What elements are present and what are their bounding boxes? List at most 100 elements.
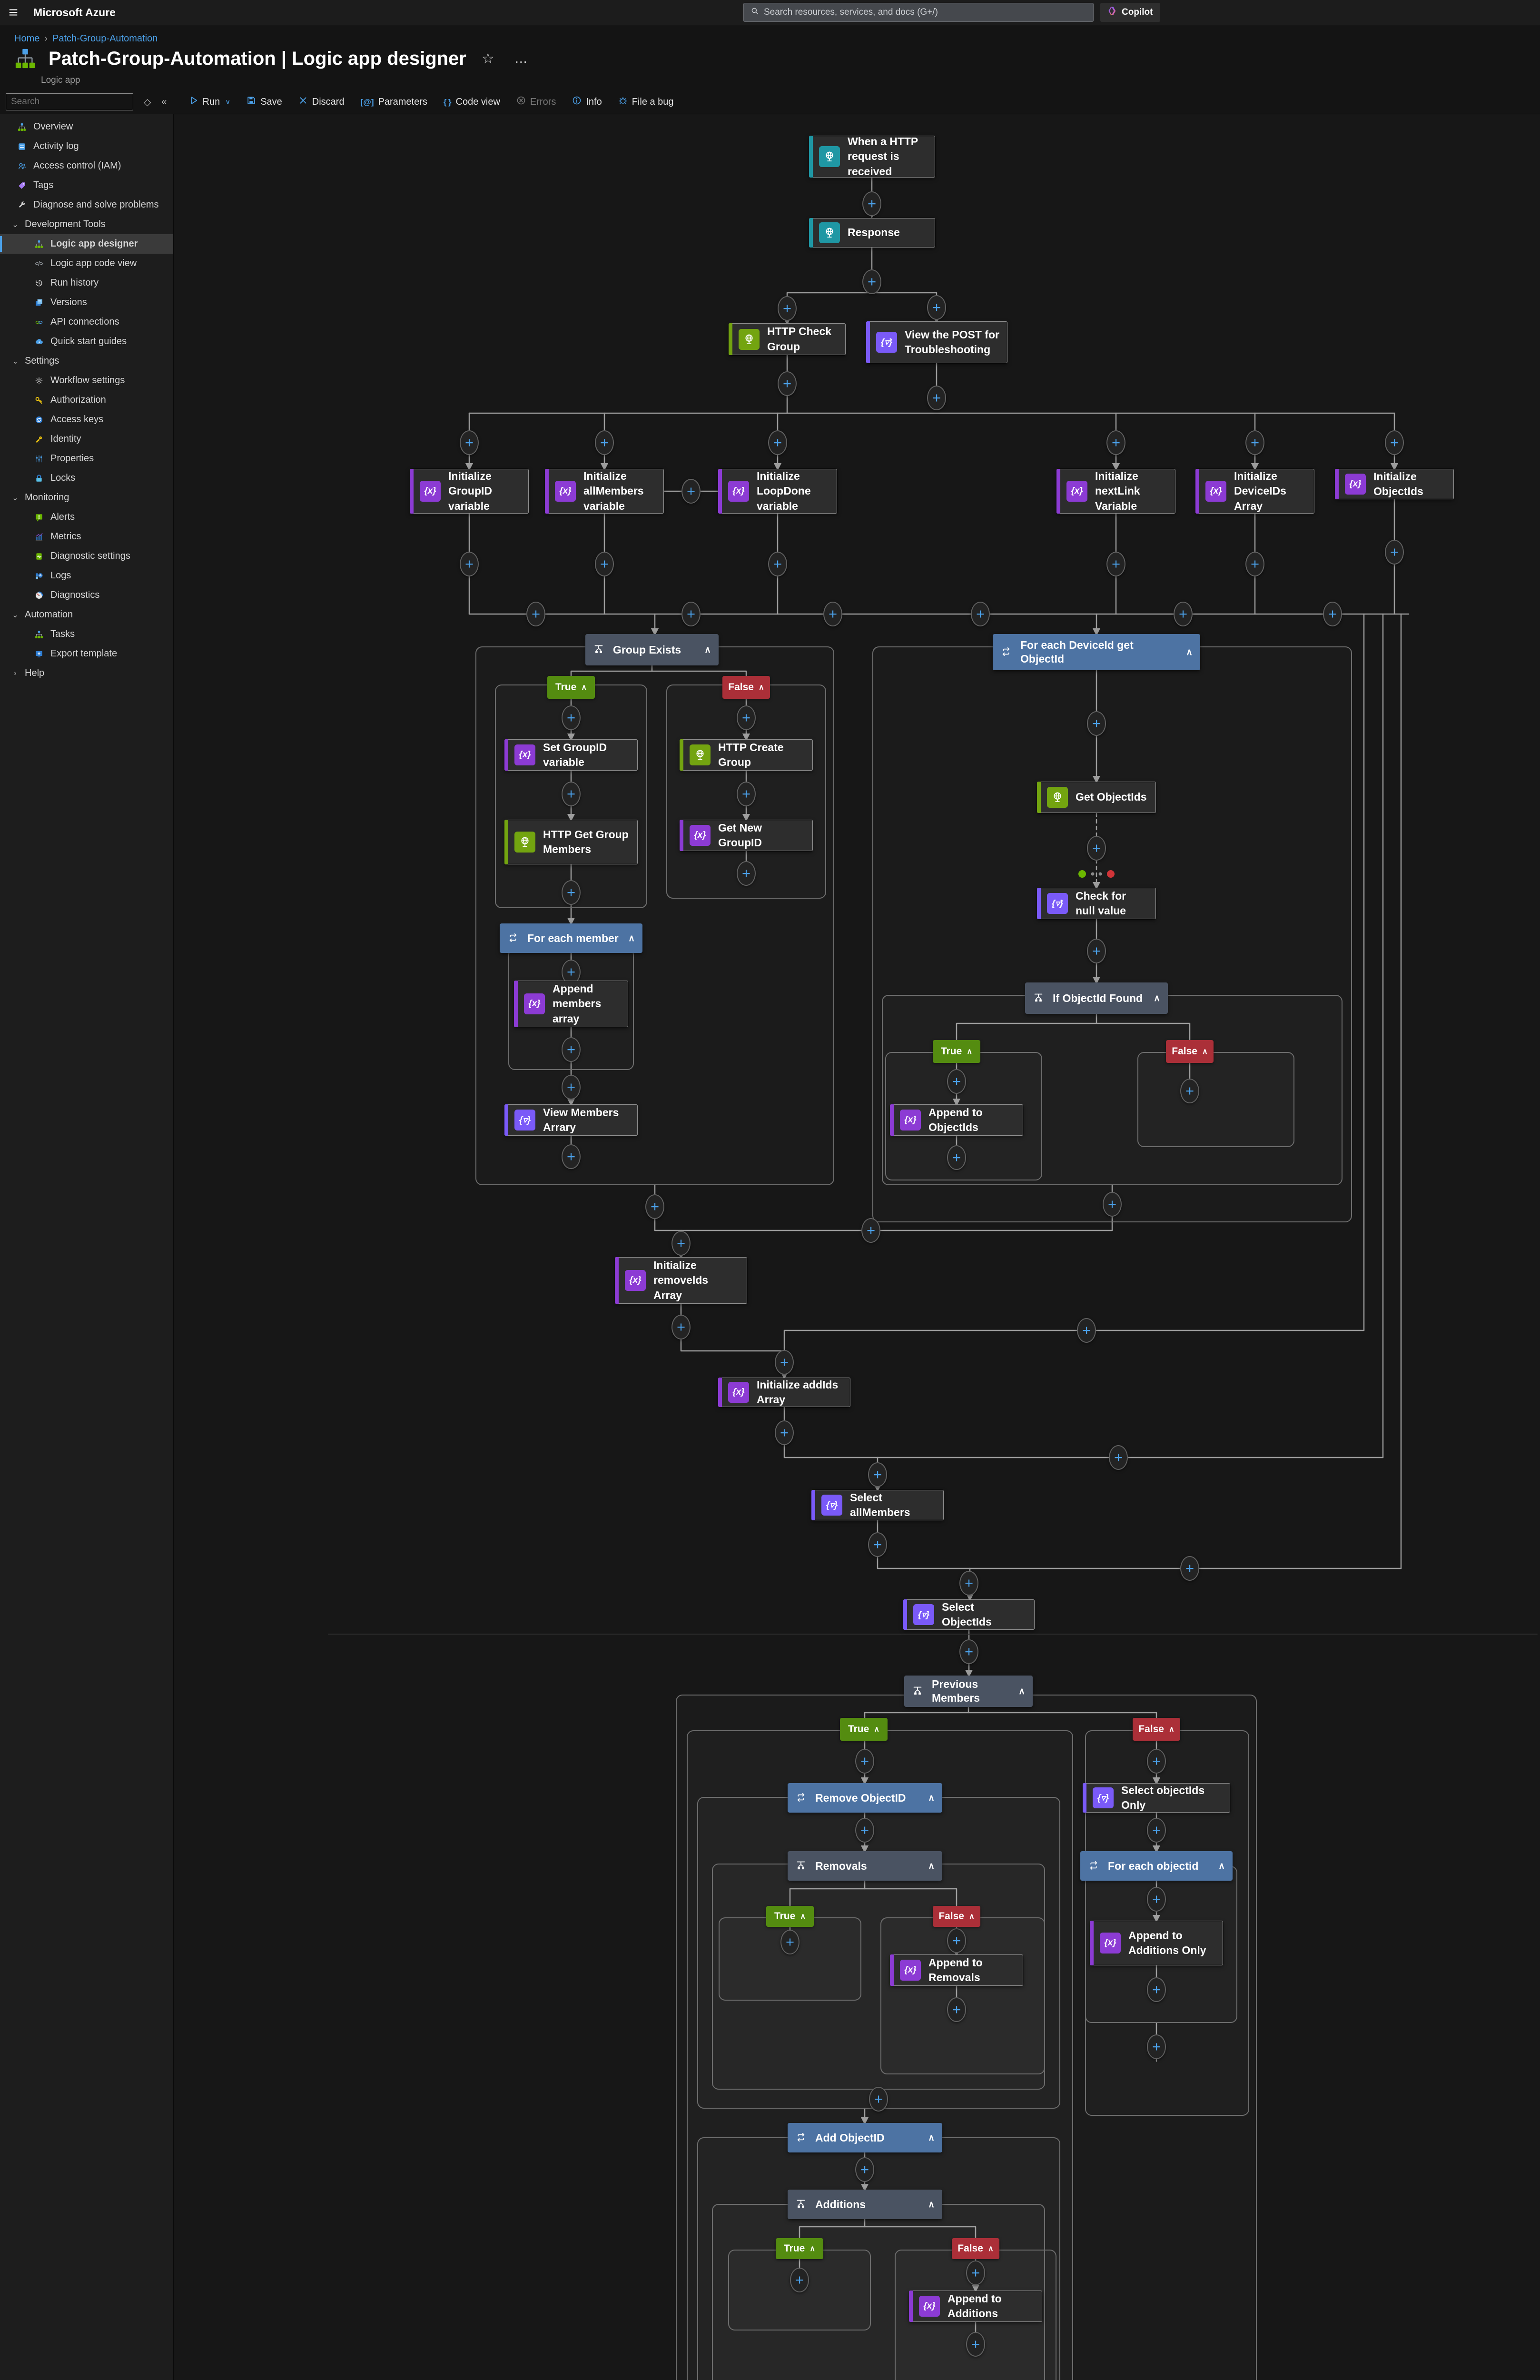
node-view-members-arrary[interactable]: {▿}View Members Arrary [504,1104,638,1136]
run-button[interactable]: Run∨ [189,96,231,108]
node-init-addids[interactable]: {x}Initialize addIds Array [718,1378,850,1407]
sidebar-item-alerts[interactable]: Alerts [0,507,173,527]
collapse-chevron-icon[interactable]: ∧ [1154,993,1160,1003]
sidebar-item-api-connections[interactable]: API connections [0,312,173,332]
insert-step-button[interactable]: + [1245,552,1264,576]
sidebar-item-diagnostic-settings[interactable]: Diagnostic settings [0,546,173,566]
condition-true-badge[interactable]: True∧ [840,1718,888,1741]
collapse-chevron-icon[interactable]: ∧ [928,1861,935,1871]
collapse-chevron-icon[interactable]: ∧ [874,1726,880,1734]
global-search-input[interactable]: Search resources, services, and docs (G+… [743,3,1094,22]
insert-step-button[interactable]: + [562,960,581,984]
node-init-deviceids[interactable]: {x}Initialize DeviceIDs Array [1195,469,1314,514]
collapse-chevron-icon[interactable]: ∧ [800,1913,806,1921]
sidebar-item-logs[interactable]: Logs [0,566,173,585]
insert-step-button[interactable]: + [1087,836,1106,861]
condition-false-badge[interactable]: False∧ [933,1906,980,1927]
collapse-chevron-icon[interactable]: ∧ [581,684,587,692]
sidebar-item-help[interactable]: ›Help [0,664,173,683]
insert-step-button[interactable]: + [1087,939,1106,963]
collapse-chevron-icon[interactable]: ∧ [928,2132,935,2143]
insert-step-button[interactable]: + [1147,1749,1166,1774]
insert-step-button[interactable]: + [959,1639,978,1664]
sidebar-item-quick-start-guides[interactable]: Quick start guides [0,332,173,351]
sidebar-item-export-template[interactable]: Export template [0,644,173,664]
insert-step-button[interactable]: + [526,602,545,626]
node-append-to-removals[interactable]: {x}Append to Removals [890,1954,1023,1986]
save-button[interactable]: Save [247,96,282,108]
insert-step-button[interactable]: + [681,479,701,504]
discard-button[interactable]: Discard [298,96,345,108]
insert-step-button[interactable]: + [855,1818,874,1843]
insert-step-button[interactable]: + [562,782,581,806]
insert-step-button[interactable]: + [966,2332,985,2357]
favorite-star-icon[interactable]: ☆ [481,50,494,67]
sidebar-item-overview[interactable]: Overview [0,117,173,137]
node-if-objectid-found[interactable]: If ObjectId Found∧ [1025,982,1168,1014]
collapse-chevron-icon[interactable]: ∧ [1202,1048,1208,1056]
collapse-chevron-icon[interactable]: ∧ [968,1913,975,1921]
insert-step-button[interactable]: + [868,1462,887,1487]
sidebar-item-authorization[interactable]: Authorization [0,390,173,410]
insert-step-button[interactable]: + [966,2261,985,2285]
insert-step-button[interactable]: + [460,552,479,576]
collapse-chevron-icon[interactable]: ∧ [1168,1726,1175,1734]
sidebar-item-versions[interactable]: Versions [0,293,173,312]
node-append-to-additions[interactable]: {x}Append to Additions [909,2291,1042,2322]
node-http-check-group[interactable]: HTTP Check Group [729,323,846,355]
node-add-objectid[interactable]: Add ObjectID∧ [788,2123,942,2152]
insert-step-button[interactable]: + [1147,2034,1166,2059]
sidebar-item-locks[interactable]: Locks [0,468,173,488]
node-when-http-request[interactable]: When a HTTP request is received [809,135,935,178]
run-dropdown-icon[interactable]: ∨ [225,98,231,106]
node-view-post-troubleshooting[interactable]: {▿}View the POST for Troubleshooting [866,321,1007,363]
insert-step-button[interactable]: + [947,1069,966,1094]
sidebar-item-metrics[interactable]: Metrics [0,527,173,546]
menu-view-toggle-icon[interactable]: ◇ [144,97,151,108]
node-append-to-objectids[interactable]: {x}Append to ObjectIds [890,1104,1023,1136]
more-options-icon[interactable]: … [514,51,528,66]
insert-step-button[interactable]: + [947,1145,966,1170]
sidebar-item-activity-log[interactable]: Activity log [0,137,173,156]
insert-step-button[interactable]: + [778,371,797,396]
node-select-objectids[interactable]: {▿}Select ObjectIds [903,1599,1035,1630]
collapse-chevron-icon[interactable]: ∧ [1186,647,1193,657]
collapse-chevron-icon[interactable]: ∧ [758,684,764,692]
sidebar-item-tags[interactable]: Tags [0,176,173,195]
node-get-objectids[interactable]: Get ObjectIds [1037,782,1156,813]
insert-step-button[interactable]: + [681,602,701,626]
node-select-allmembers[interactable]: {▿}Select allMembers [811,1490,944,1520]
insert-step-button[interactable]: + [1087,711,1106,736]
insert-step-button[interactable]: + [868,1532,887,1557]
sidebar-item-automation[interactable]: ⌄Automation [0,605,173,625]
insert-step-button[interactable]: + [562,705,581,730]
insert-step-button[interactable]: + [1147,1818,1166,1843]
insert-step-button[interactable]: + [645,1194,664,1219]
node-for-each-objectid[interactable]: For each objectid∧ [1080,1851,1233,1881]
code-view-button[interactable]: { }Code view [444,97,500,108]
insert-step-button[interactable]: + [1180,1556,1199,1581]
insert-step-button[interactable]: + [460,430,479,455]
insert-step-button[interactable]: + [780,1930,800,1954]
sidebar-item-workflow-settings[interactable]: Workflow settings [0,371,173,390]
collapse-chevron-icon[interactable]: ∧ [628,933,635,943]
collapse-chevron-icon[interactable]: ∧ [1218,1861,1225,1871]
node-remove-objectid[interactable]: Remove ObjectID∧ [788,1783,942,1813]
insert-step-button[interactable]: + [768,430,787,455]
node-removals[interactable]: Removals∧ [788,1851,942,1881]
insert-step-button[interactable]: + [1103,1192,1122,1217]
insert-step-button[interactable]: + [595,430,614,455]
condition-true-badge[interactable]: True∧ [766,1906,814,1927]
collapse-chevron-icon[interactable]: ∧ [928,2199,935,2210]
insert-step-button[interactable]: + [737,705,756,730]
node-http-create-group[interactable]: HTTP Create Group [680,739,813,771]
sidebar-item-development-tools[interactable]: ⌄Development Tools [0,215,173,234]
sidebar-item-diagnostics[interactable]: Diagnostics [0,585,173,605]
sidebar-item-logic-app-code-view[interactable]: </>Logic app code view [0,254,173,273]
copilot-button[interactable]: Copilot [1100,3,1161,22]
node-for-each-deviceid[interactable]: For each DeviceId get ObjectId∧ [993,634,1200,670]
insert-step-button[interactable]: + [927,386,946,410]
insert-step-button[interactable]: + [959,1571,978,1596]
condition-false-badge[interactable]: False∧ [952,2238,999,2259]
node-http-get-group-members[interactable]: HTTP Get Group Members [504,820,638,864]
